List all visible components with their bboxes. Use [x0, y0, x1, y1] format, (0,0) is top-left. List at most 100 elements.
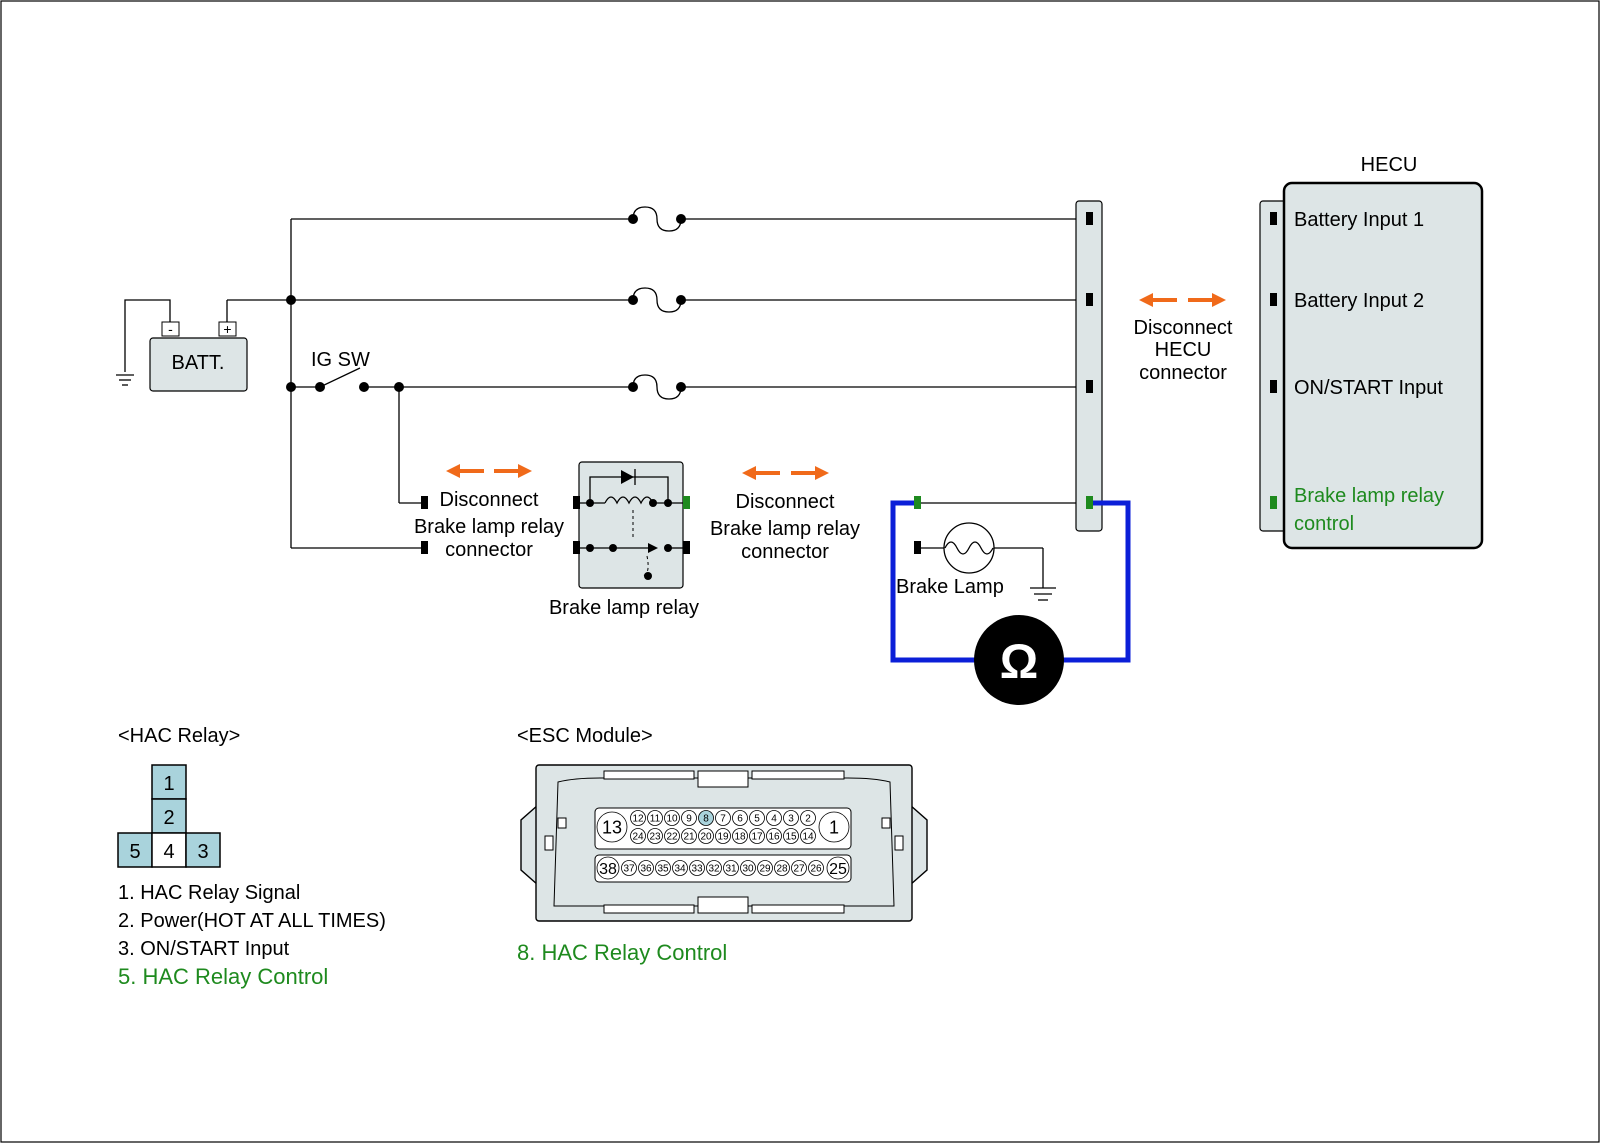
hecu-input-battery-1: Battery Input 1: [1294, 209, 1424, 231]
relay-pin-highlighted: [683, 496, 690, 509]
esc-pin-label: 17: [751, 832, 763, 843]
battery-neg-label: -: [168, 321, 173, 337]
relay-pin: [573, 541, 580, 554]
hecu-connector-pin: [1086, 293, 1093, 306]
hac-pin-4: 4: [163, 841, 174, 863]
disconnect-hecu-line1: Disconnect: [1134, 317, 1233, 339]
esc-pin: [638, 860, 654, 876]
disconnect-relay-right-line2: Brake lamp relay: [710, 518, 860, 540]
hac-pin-5: 5: [129, 841, 140, 863]
disconnect-hecu-line3: connector: [1139, 362, 1227, 384]
esc-pin-label: 29: [759, 864, 771, 875]
esc-pin-label: 3: [788, 814, 794, 825]
esc-pin: [621, 860, 637, 876]
esc-pin-label: 11: [650, 814, 661, 825]
esc-pin: [630, 828, 646, 844]
disconnect-relay-left-line3: connector: [445, 539, 533, 561]
hecu-control-line1: Brake lamp relay: [1294, 485, 1444, 507]
disconnect-hecu-line2: HECU: [1155, 339, 1212, 361]
esc-pin: [818, 811, 850, 843]
esc-pin: [732, 828, 748, 844]
esc-pin-label: 23: [649, 832, 661, 843]
relay-connector-pin: [421, 496, 428, 509]
ig-switch-label: IG SW: [311, 349, 370, 371]
esc-pin-label: 16: [768, 832, 780, 843]
battery-neg-terminal: [161, 321, 180, 337]
relay-pin: [573, 496, 580, 509]
esc-module-title: <ESC Module>: [517, 725, 653, 747]
esc-pin-label: 13: [602, 817, 622, 837]
battery-pos-label: +: [223, 321, 231, 337]
esc-pin-label: 38: [599, 861, 617, 878]
meter-lead: [1060, 500, 1131, 663]
esc-legend-8: 8. HAC Relay Control: [517, 940, 727, 965]
esc-pin: [672, 860, 688, 876]
esc-pin-label: 37: [623, 864, 635, 875]
hac-pin-2: 2: [163, 807, 174, 829]
esc-pin: [800, 828, 816, 844]
esc-pin-label: 26: [810, 864, 822, 875]
hac-pin-3: 3: [197, 841, 208, 863]
battery: - + BATT.: [149, 321, 248, 392]
junction-dots: [286, 214, 686, 392]
esc-pin: [749, 810, 765, 826]
brake-lamp-pin: [914, 541, 921, 554]
esc-pin-label: 27: [793, 864, 805, 875]
esc-pin: [664, 828, 680, 844]
esc-pin: [715, 810, 731, 826]
esc-pin: [723, 860, 739, 876]
esc-pin: [715, 828, 731, 844]
esc-pin: [766, 828, 782, 844]
esc-pin-label: 30: [742, 864, 754, 875]
disconnect-relay-right-line1: Disconnect: [736, 491, 835, 513]
esc-pin-label: 33: [691, 864, 703, 875]
hecu-pin: [1270, 380, 1277, 393]
hecu-connector-pin-highlighted: [1086, 496, 1093, 509]
esc-pin: [664, 810, 680, 826]
esc-pin-label: 7: [720, 814, 726, 825]
esc-pin: [800, 810, 816, 826]
disconnect-arrow-icon: [742, 466, 829, 480]
esc-pin-label: 8: [703, 814, 709, 825]
hecu-input-on-start: ON/START Input: [1294, 377, 1443, 399]
wiring: [124, 206, 1086, 588]
esc-pin: [681, 810, 697, 826]
esc-pin-label: 25: [829, 861, 847, 878]
esc-pin-label: 15: [785, 832, 797, 843]
hecu-pin-highlighted: [1270, 496, 1277, 509]
hecu-input-battery-2: Battery Input 2: [1294, 290, 1424, 312]
esc-pin-label: 14: [802, 832, 814, 843]
hac-legend-1: 1. HAC Relay Signal: [118, 882, 300, 904]
esc-pin: [757, 860, 773, 876]
esc-pin: [808, 860, 824, 876]
esc-pin: [706, 860, 722, 876]
disconnect-arrow-icon: [1139, 293, 1226, 307]
relay-label: Brake lamp relay: [549, 597, 699, 619]
esc-pin-label: 6: [737, 814, 743, 825]
esc-pin-label: 1: [829, 817, 839, 837]
esc-pin: [655, 860, 671, 876]
esc-pin: [689, 860, 705, 876]
esc-pin-label: 20: [700, 832, 712, 843]
disconnect-relay-left-line2: Brake lamp relay: [414, 516, 564, 538]
ground-icon: [1030, 587, 1056, 601]
esc-pin-label: 5: [754, 814, 760, 825]
hecu-body: [1282, 181, 1484, 550]
esc-pin: [774, 860, 790, 876]
brake-lamp-label: Brake Lamp: [896, 576, 1004, 598]
bulb-icon: [943, 522, 995, 574]
esc-pin: [698, 810, 714, 826]
battery-label: BATT.: [172, 352, 225, 374]
disconnect-relay-left-line1: Disconnect: [440, 489, 539, 511]
esc-pin: [791, 860, 807, 876]
esc-pin: [766, 810, 782, 826]
hecu-pin: [1270, 293, 1277, 306]
esc-pin: [647, 810, 663, 826]
esc-pin-label: 10: [666, 814, 678, 825]
hac-legend-2: 2. Power(HOT AT ALL TIMES): [118, 910, 386, 932]
esc-pin-label: 19: [717, 832, 729, 843]
esc-pin-label: 35: [657, 864, 669, 875]
esc-pin-label: 21: [683, 832, 695, 843]
